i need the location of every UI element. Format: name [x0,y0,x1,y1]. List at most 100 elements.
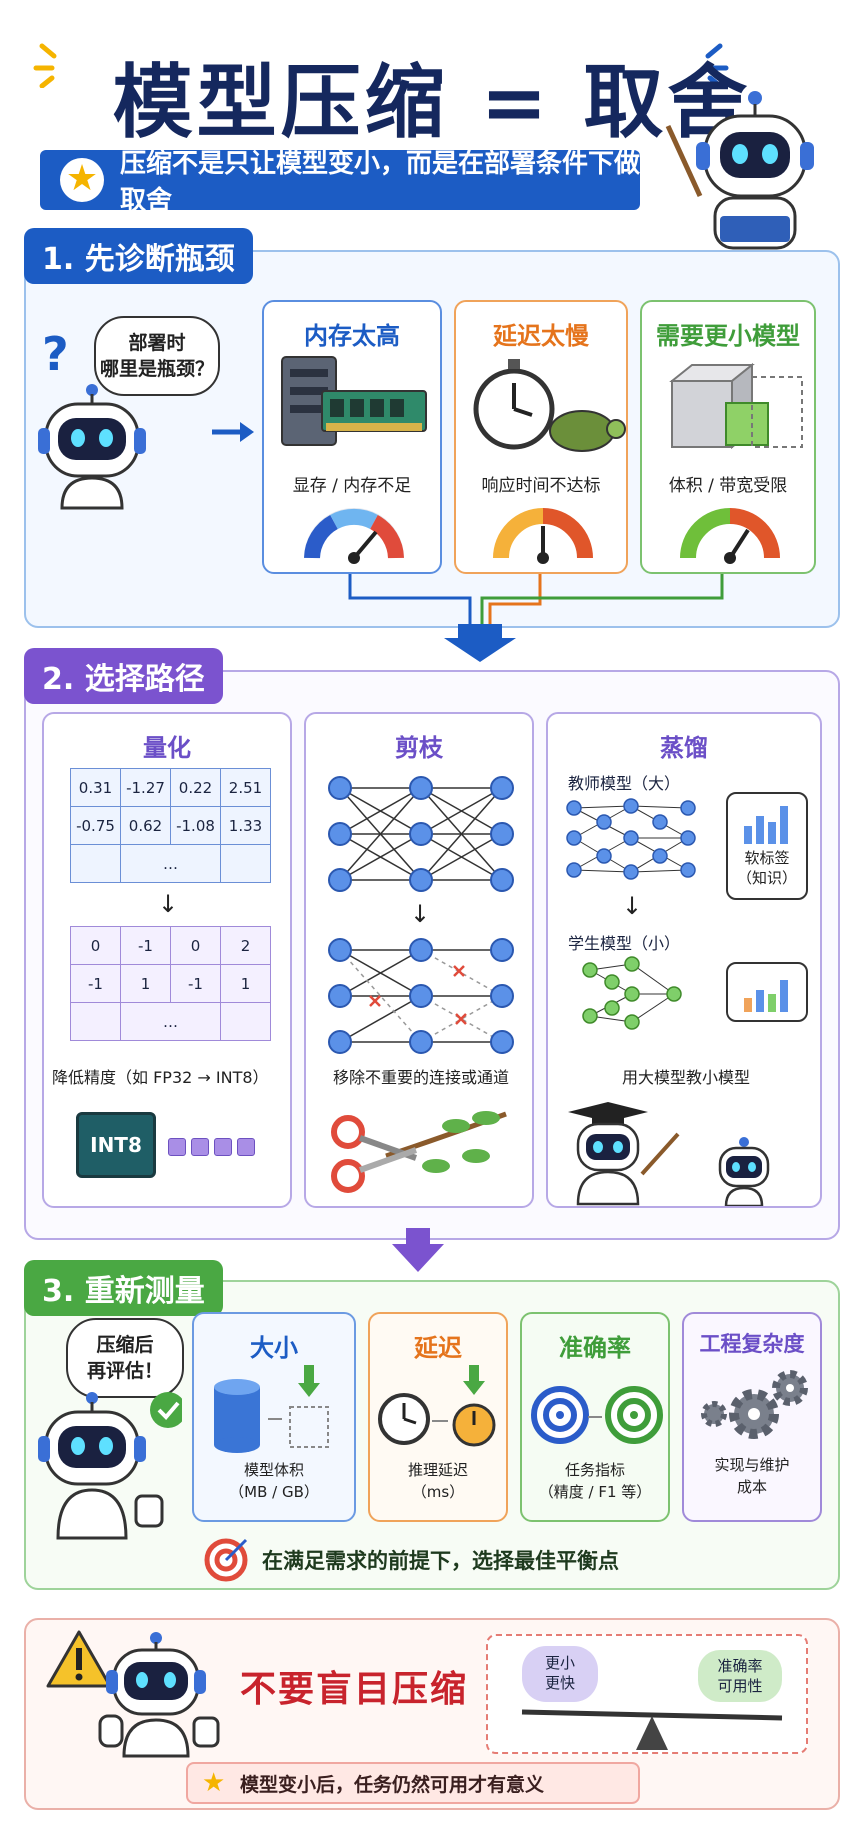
matrix-ellipsis: … [120,844,221,883]
distill-title: 蒸馏 [660,734,708,762]
page-title: 模型压缩 = 取舍 [112,56,752,149]
latency-title: 延迟 [414,1334,462,1362]
matrix-cell: 2 [220,926,271,965]
evaluate-bubble: 压缩后 再评估！ [66,1318,184,1398]
card-latency-label: 响应时间不达标 [481,476,601,496]
chip-icon: INT8 [76,1112,156,1178]
section3-tag: 3. 重新测量 [24,1260,223,1316]
matrix-cell: 0 [170,926,221,965]
card-accuracy: 准确率 任务指标 （精度 / F1 等） [520,1312,670,1522]
accuracy-title: 准确率 [559,1334,631,1362]
card-memory-title: 内存太高 [304,322,400,350]
thumbs-up-robot-icon [38,1392,182,1540]
card-smaller-title: 需要更小模型 [656,322,800,350]
arrow-down-purple-icon [392,1228,444,1272]
student-soft-box [726,962,808,1022]
soft-label-text: 软标签 （知识） [736,849,797,887]
card-smaller-model: 需要更小模型 体积 / 带宽受限 [640,300,816,574]
matrix-cell: -1 [120,926,171,965]
student-label: 学生模型（小） [568,934,681,953]
matrix-cell: 1 [220,964,271,1003]
matrix-cell: 0.62 [120,806,171,845]
warning-text: 不要盲目压缩 [240,1669,469,1710]
thinking-robot-icon: ? [38,330,146,510]
matrix-ellipsis: … [120,1002,221,1041]
gauge-icon [680,508,780,564]
teacher-student-robots-icon [568,1102,770,1206]
teacher-robot-icon [665,91,814,250]
pruned-network-icon [328,938,514,1054]
student-network-icon [582,956,682,1030]
teacher-label: 教师模型（大） [568,774,681,793]
subtitle-text: 压缩不是只让模型变小，而是在部署条件下做取舍 [120,149,641,216]
sparkle-right-icon [705,43,729,88]
tradeoff-box: 更小 更快 准确率 可用性 [486,1634,808,1754]
bottleneck-bubble: 部署时 哪里是瓶颈？ [94,316,220,396]
svg-text:?: ? [42,330,69,381]
subtitle-banner: ★ 压缩不是只让模型变小，而是在部署条件下做取舍 [40,149,640,216]
database-shrink-icon [214,1365,329,1453]
star-icon: ★ [60,158,104,202]
complexity-title: 工程复杂度 [699,1332,805,1356]
final-note: ★ 模型变小后，任务仍然可用才有意义 [186,1762,640,1804]
matrix-cell: -1 [170,964,221,1003]
section1-tag: 1. 先诊断瓶颈 [24,228,253,284]
gauge-icon [304,508,404,564]
scale-icon [521,1709,783,1750]
accuracy-label: 任务指标 （精度 / F1 等） [538,1461,652,1501]
prune-label: 移除不重要的连接或通道 [332,1068,509,1087]
matrix-cell: -0.75 [70,806,121,845]
bullseye-icon [204,1538,248,1582]
prune-title: 剪枝 [395,734,443,762]
card-distillation: 蒸馏 教师模型（大） 软标签 （知识） ↓ 学生模型（小） 用大模型教小模型 [546,712,822,1208]
card-memory-label: 显存 / 内存不足 [292,476,412,496]
matrix-cell: 2.51 [220,768,271,807]
cube-shrink-icon [669,362,803,450]
card-complexity: 工程复杂度 实现与维护 成本 [682,1312,822,1522]
server-memory-icon [281,356,427,446]
matrix-cell: 0.22 [170,768,221,807]
target-icon [531,1386,663,1444]
matrix-cell: 1 [120,964,171,1003]
matrix-cell: 0 [70,926,121,965]
card-latency-title: 延迟太慢 [493,322,589,350]
waving-robot-icon [98,1632,220,1758]
stopwatch-icon [378,1365,496,1447]
card-pruning: 剪枝 ↓ 移除不重要 [304,712,534,1208]
matrix-cell: 1.33 [220,806,271,845]
bar-chart-icon [744,980,788,1012]
arrow-right-icon [212,422,254,442]
card-size: 大小 模型体积 （MB / GB） [192,1312,356,1522]
arrow-down-icon: ↓ [410,900,431,928]
sparkle-left-icon [33,43,57,88]
matrix-cell: 0.31 [70,768,121,807]
arrow-down-icon: ↓ [158,890,179,918]
scissors-branch-icon [331,1111,507,1193]
matrix-cell: -1.08 [170,806,221,845]
soft-label-box: 软标签 （知识） [726,792,808,900]
quant-title: 量化 [143,734,191,762]
int8-squares [168,1138,260,1160]
gears-icon [701,1370,808,1439]
bar-chart-icon [744,806,788,844]
complexity-label: 实现与维护 成本 [714,1456,790,1496]
stopwatch-turtle-icon [473,359,626,452]
final-note-text: 模型变小后，任务仍然可用才有意义 [240,1773,545,1796]
quant-label: 降低精度（如 FP32 → INT8） [52,1068,269,1087]
dense-network-icon [328,776,514,892]
arrow-down-icon: ↓ [622,892,643,920]
section2-tag: 2. 选择路径 [24,648,223,704]
balance-point-text: 在满足需求的前提下，选择最佳平衡点 [262,1549,619,1573]
distill-label: 用大模型教小模型 [621,1068,750,1087]
matrix-cell: -1 [70,964,121,1003]
size-label: 模型体积 （MB / GB） [229,1461,319,1501]
card-latency: 延迟太慢 响应时间不达标 [454,300,628,574]
card-latency-metric: 延迟 推理延迟 （ms） [368,1312,508,1522]
gauge-icon [493,508,593,564]
size-title: 大小 [250,1334,298,1362]
teacher-network-icon [566,798,696,880]
latency-label: 推理延迟 （ms） [407,1461,468,1501]
